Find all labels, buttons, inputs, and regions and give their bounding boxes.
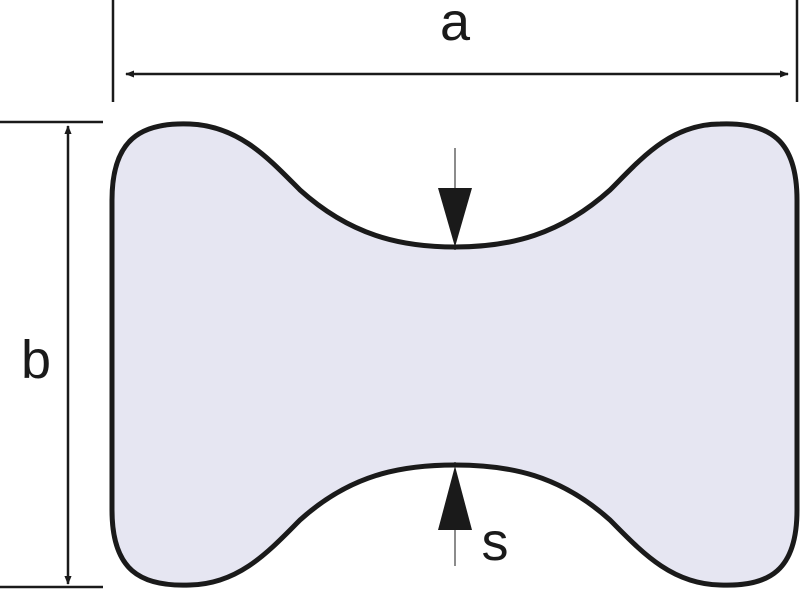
- width-label: a: [440, 0, 471, 52]
- thickness-label: s: [482, 512, 509, 572]
- thickness-arrow-down: [438, 188, 472, 247]
- height-label: b: [21, 330, 51, 390]
- thickness-arrow-up: [438, 466, 472, 530]
- cross-section-shape: [109, 121, 800, 588]
